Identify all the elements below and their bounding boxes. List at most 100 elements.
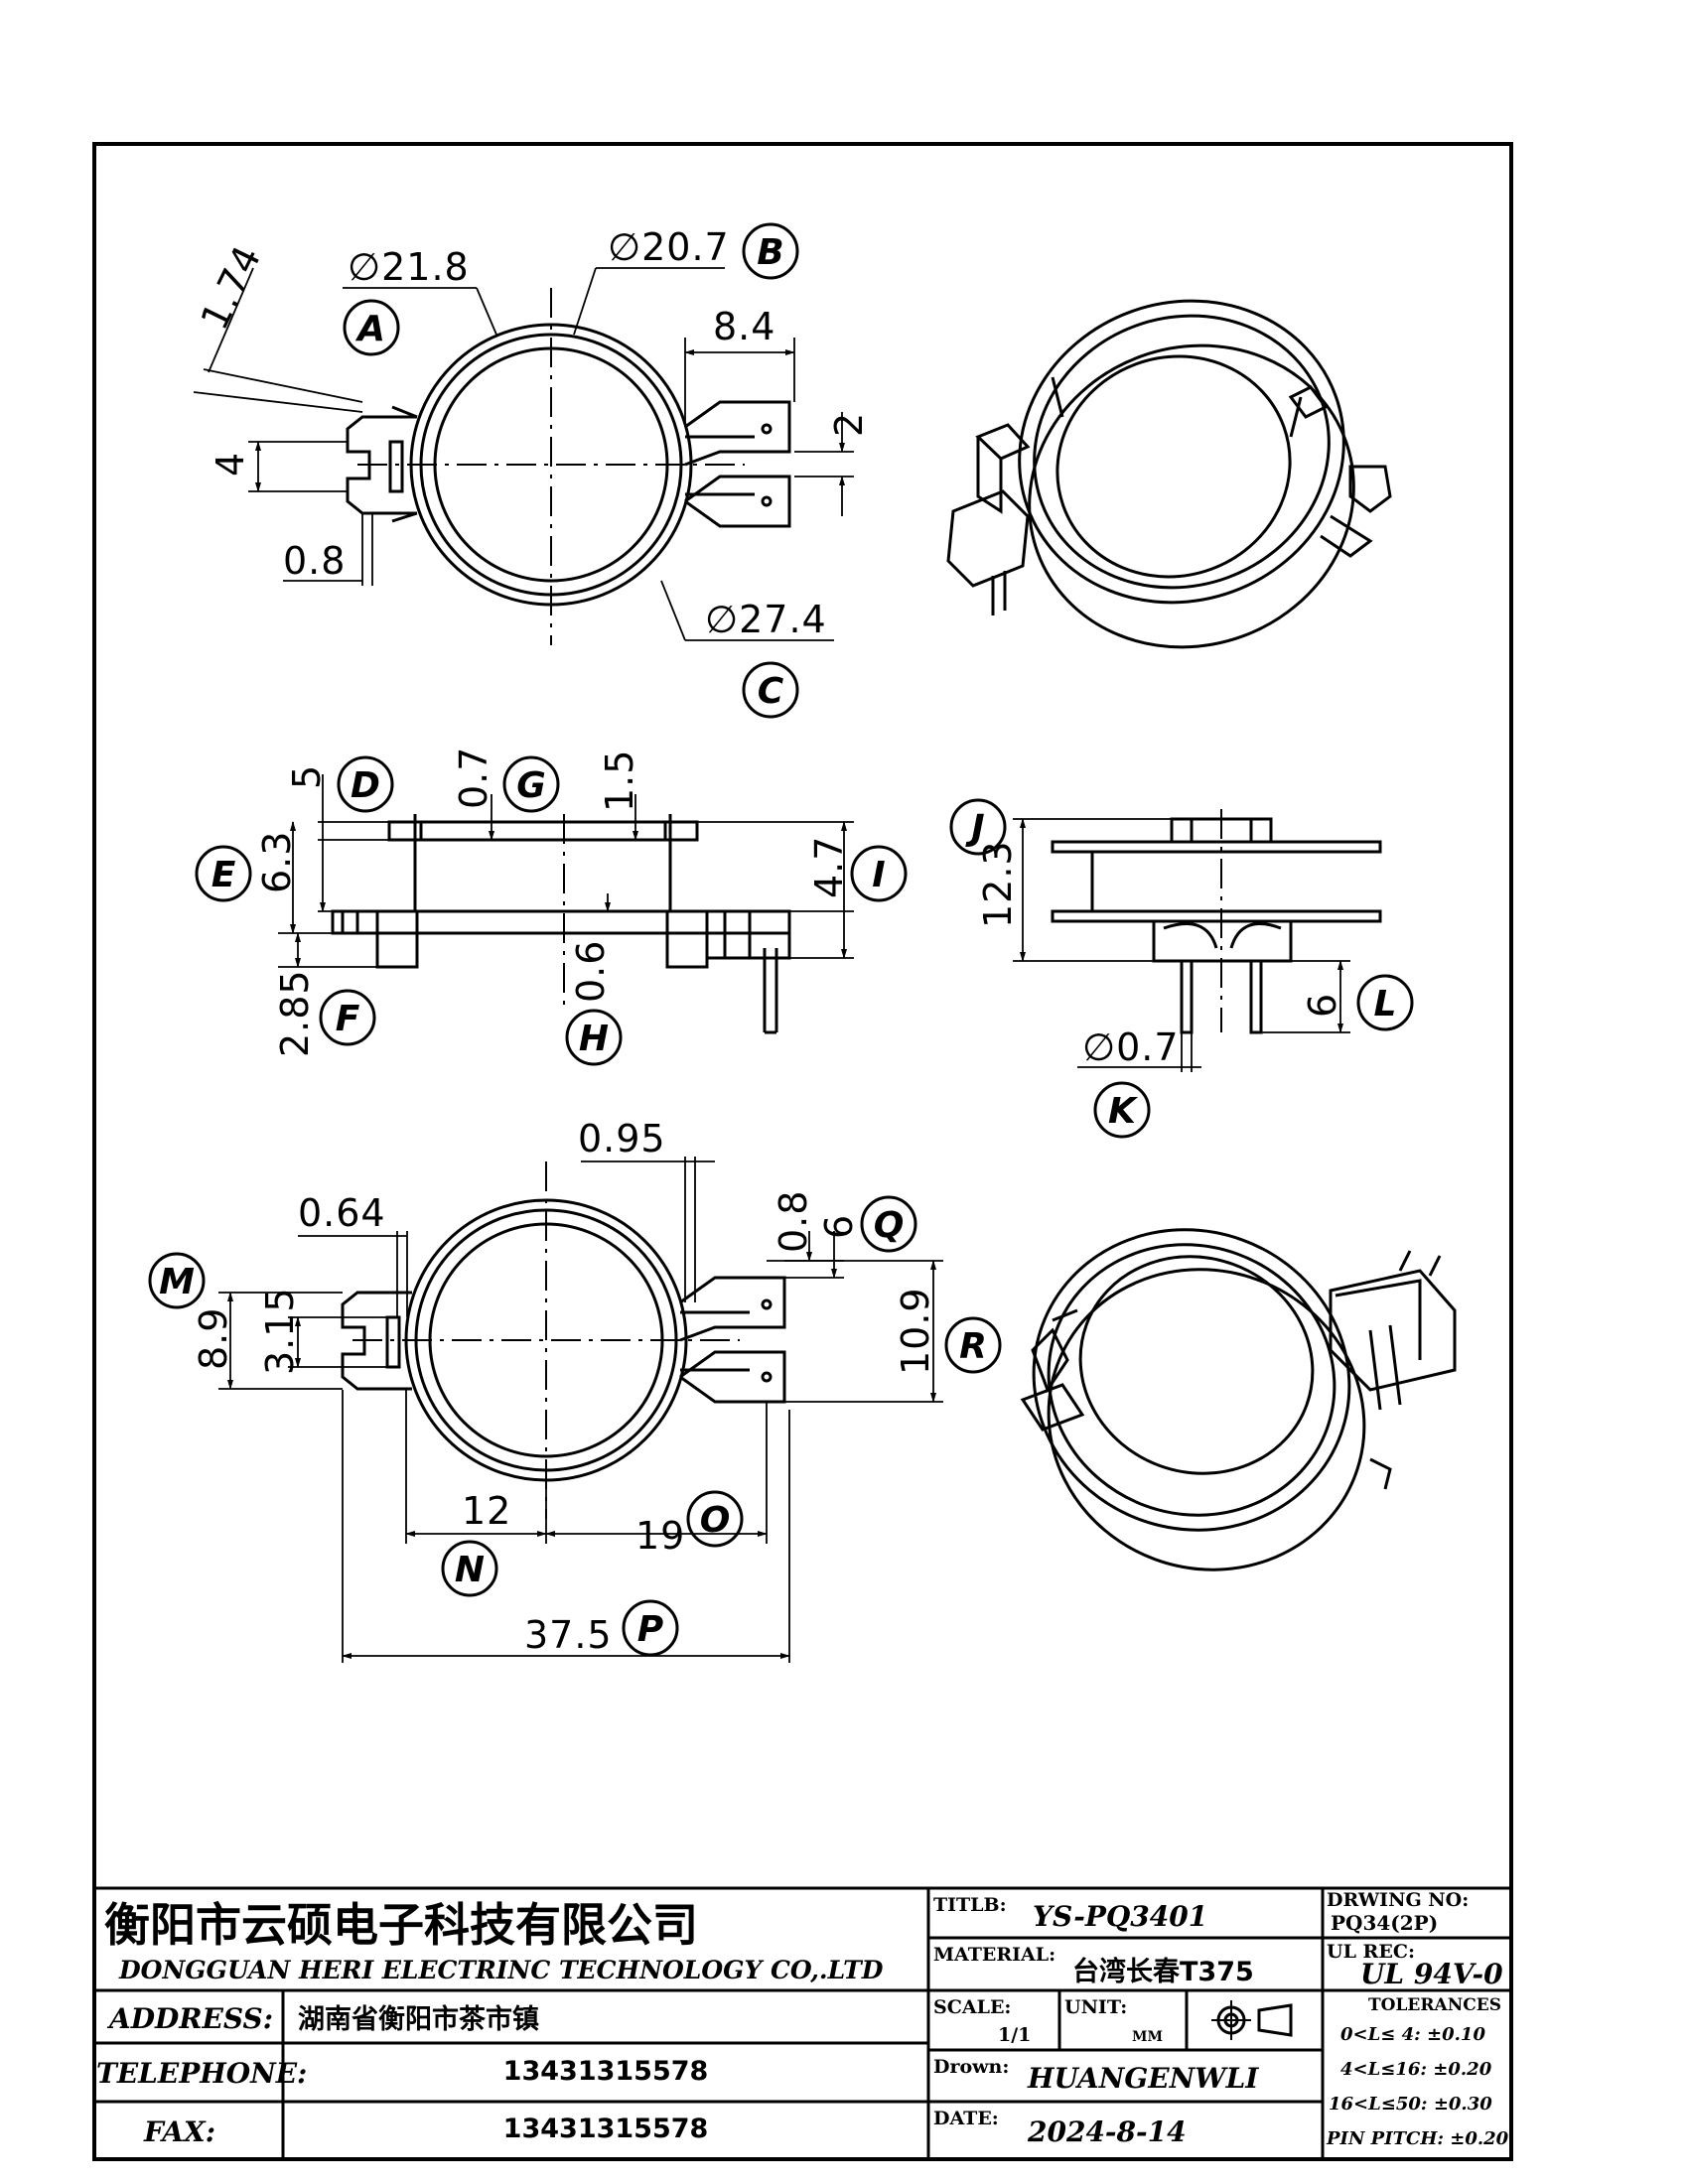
dim-4: 4 xyxy=(209,452,252,477)
date-label: DATE: xyxy=(933,2108,999,2129)
side-view xyxy=(331,814,791,1034)
dim-8-4: 8.4 xyxy=(713,305,775,348)
dim-0-6: 0.6 xyxy=(569,940,613,1003)
side-view-tags: D G E I F H xyxy=(195,755,908,1066)
svg-text:O: O xyxy=(700,1500,731,1541)
svg-text:L: L xyxy=(1374,984,1397,1024)
tag-q: Q xyxy=(860,1195,917,1253)
svg-text:J: J xyxy=(965,808,984,849)
dim-0-8-bottom: 0.8 xyxy=(772,1190,815,1253)
svg-text:C: C xyxy=(758,671,784,712)
tolerance-row-1: 0<L≤ 4: ±0.10 xyxy=(1340,2024,1485,2045)
dim-0-7: 0.7 xyxy=(452,747,495,809)
ul-value: UL 94V-0 xyxy=(1360,1958,1503,1990)
svg-text:E: E xyxy=(211,855,236,895)
dim-dia-27-4: ∅27.4 xyxy=(705,598,827,641)
company-name-en: DONGGUAN HERI ELECTRINC TECHNOLOGY CO,.L… xyxy=(118,1956,884,1984)
top-view xyxy=(346,288,791,645)
dim-0-95: 0.95 xyxy=(578,1117,666,1160)
telephone-label: TELEPHONE: xyxy=(96,2057,307,2090)
fax-label: FAX: xyxy=(143,2116,215,2148)
dim-8-9: 8.9 xyxy=(192,1307,235,1370)
end-view xyxy=(1051,809,1382,1034)
tag-m: M xyxy=(148,1252,206,1309)
tag-i: I xyxy=(850,845,908,902)
dim-2: 2 xyxy=(827,412,871,437)
material-value: 台湾长春T375 xyxy=(1072,1956,1254,1987)
tag-k: K xyxy=(1093,1081,1151,1139)
svg-text:F: F xyxy=(336,999,360,1039)
ul-label: UL REC: xyxy=(1327,1941,1415,1963)
dim-6-bottom: 6 xyxy=(817,1214,861,1239)
svg-text:H: H xyxy=(579,1019,609,1059)
isometric-view-bottom xyxy=(1020,1228,1457,1571)
dim-0-8: 0.8 xyxy=(283,539,346,583)
svg-text:D: D xyxy=(351,765,380,806)
bottom-view xyxy=(341,1161,786,1519)
isometric-view-top xyxy=(946,299,1392,649)
tolerance-row-3: 16<L≤50: ±0.30 xyxy=(1329,2094,1492,2115)
dim-3-15: 3.15 xyxy=(258,1287,302,1375)
svg-text:I: I xyxy=(872,855,885,895)
title-block-text: 衡阳市云硕电子科技有限公司 DONGGUAN HERI ELECTRINC TE… xyxy=(96,1889,1509,2149)
dim-1-5: 1.5 xyxy=(598,750,641,812)
scale-value: 1/1 xyxy=(998,2024,1031,2046)
tag-l: L xyxy=(1356,974,1414,1031)
tolerances-label: TOLERANCES xyxy=(1368,1995,1501,2015)
unit-label: UNIT: xyxy=(1064,1996,1127,2018)
tag-r: R xyxy=(944,1316,1002,1374)
dim-1-74: 1.74 xyxy=(193,238,270,337)
top-view-dim-lines xyxy=(193,267,854,641)
tag-e: E xyxy=(195,845,252,902)
dim-6-3: 6.3 xyxy=(255,831,299,893)
drawing-no-label: DRWING NO: xyxy=(1327,1889,1469,1911)
svg-text:B: B xyxy=(757,232,783,273)
date-value: 2024-8-14 xyxy=(1027,2116,1187,2148)
telephone-value: 13431315578 xyxy=(503,2056,709,2087)
dim-dia-21-8: ∅21.8 xyxy=(348,245,470,289)
svg-text:P: P xyxy=(637,1609,663,1650)
bottom-view-dim-lines xyxy=(218,1157,943,1663)
dim-4-7: 4.7 xyxy=(807,836,851,898)
title-value: YS-PQ3401 xyxy=(1033,1900,1207,1933)
bottom-view-dims: 0.95 0.64 0.8 6 8.9 3.15 10.9 12 19 37.5 xyxy=(192,1117,937,1657)
bottom-view-tags: Q M R N O P xyxy=(148,1195,1002,1657)
tag-p: P xyxy=(622,1599,679,1657)
svg-text:Q: Q xyxy=(874,1205,905,1246)
title-label: TITLB: xyxy=(933,1894,1007,1916)
end-view-dim-lines xyxy=(1013,818,1350,1072)
dim-12-3: 12.3 xyxy=(976,840,1020,928)
drawing-no-value: PQ34(2P) xyxy=(1331,1911,1438,1935)
fax-value: 13431315578 xyxy=(503,2114,709,2144)
dim-19: 19 xyxy=(635,1514,685,1558)
title-block xyxy=(94,1886,1511,2159)
tag-g: G xyxy=(502,755,560,813)
dim-0-64: 0.64 xyxy=(298,1191,386,1235)
top-view-tags: A B C xyxy=(343,222,799,719)
svg-text:N: N xyxy=(455,1550,485,1590)
pin-pitch: PIN PITCH: ±0.20 xyxy=(1326,2128,1509,2149)
address-value: 湖南省衡阳市茶市镇 xyxy=(298,2003,539,2035)
dim-12: 12 xyxy=(462,1489,511,1533)
end-view-dims: 12.3 6 ∅0.7 xyxy=(976,840,1344,1069)
tag-n: N xyxy=(441,1540,498,1597)
svg-text:G: G xyxy=(516,765,546,806)
tolerance-row-2: 4<L≤16: ±0.20 xyxy=(1340,2059,1492,2080)
side-view-dims: 5 0.7 1.5 6.3 4.7 2.85 0.6 xyxy=(255,747,851,1057)
drawn-value: HUANGENWLI xyxy=(1027,2062,1259,2095)
tag-f: F xyxy=(319,989,376,1046)
tag-c: C xyxy=(742,661,799,719)
sheet-border xyxy=(92,142,1513,2161)
dim-6-end: 6 xyxy=(1301,993,1344,1018)
material-label: MATERIAL: xyxy=(933,1944,1055,1966)
tag-a: A xyxy=(343,299,400,356)
scale-label: SCALE: xyxy=(933,1996,1011,2018)
svg-text:M: M xyxy=(159,1262,195,1302)
svg-text:A: A xyxy=(354,309,385,349)
company-name-cn: 衡阳市云硕电子科技有限公司 xyxy=(104,1898,698,1952)
side-view-dim-lines xyxy=(278,774,854,968)
dim-2-85: 2.85 xyxy=(273,969,317,1057)
unit-value: MM xyxy=(1132,2029,1163,2045)
tag-d: D xyxy=(337,755,394,813)
